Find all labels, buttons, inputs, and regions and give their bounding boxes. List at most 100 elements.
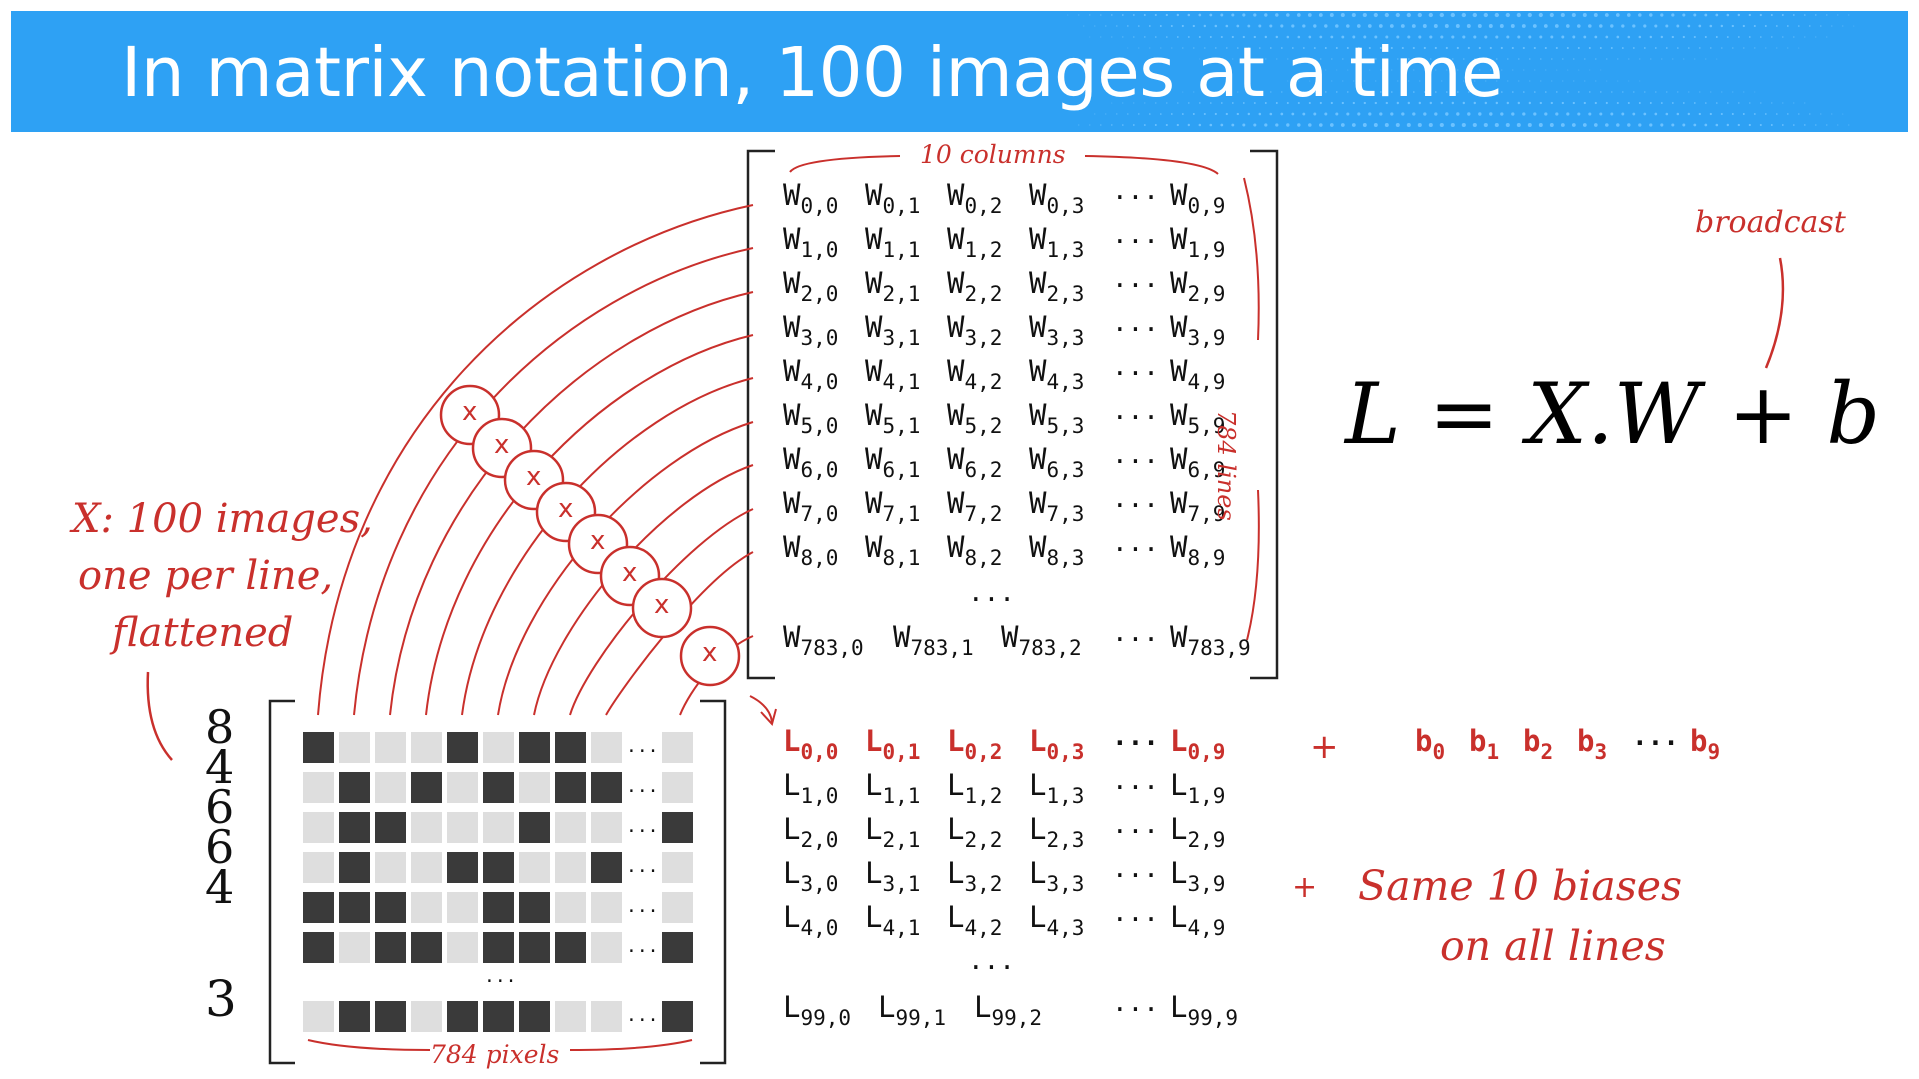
halftone-dot xyxy=(1418,101,1422,105)
halftone-dot xyxy=(1397,58,1399,60)
halftone-dot xyxy=(1155,36,1157,38)
halftone-dot xyxy=(1121,14,1124,16)
halftone-dot xyxy=(1505,12,1510,18)
w-cell-subscript: 8,1 xyxy=(882,546,921,570)
w-cell-subscript: 1,0 xyxy=(800,238,839,262)
halftone-dot xyxy=(1621,112,1625,116)
w-cell: W7,1 xyxy=(865,486,920,526)
w-cell-subscript: 6,9 xyxy=(1187,458,1226,482)
halftone-dot xyxy=(1732,91,1734,93)
grid-row-pixel xyxy=(519,932,550,963)
halftone-dot xyxy=(1720,112,1723,116)
halftone-dot xyxy=(1599,24,1603,28)
halftone-dot xyxy=(1488,24,1493,28)
halftone-dot xyxy=(1291,112,1295,116)
halftone-dot xyxy=(1341,35,1345,39)
halftone-dot xyxy=(1820,25,1822,27)
halftone-dot xyxy=(1165,123,1168,127)
grid-row-ellipsis: ... xyxy=(626,936,659,957)
x-bracket-right xyxy=(700,699,727,1065)
halftone-dot xyxy=(1199,102,1201,104)
halftone-dot xyxy=(1793,102,1795,104)
halftone-dot xyxy=(1187,36,1190,38)
halftone-dot xyxy=(1298,58,1300,60)
halftone-dot xyxy=(1342,80,1344,82)
l-cell-subscript: 4,1 xyxy=(882,916,921,940)
l-row-ellipsis: ... xyxy=(1112,898,1159,928)
w-cell-letter: W xyxy=(1170,222,1188,256)
grid-row-pixel xyxy=(483,892,514,923)
halftone-dot xyxy=(1809,113,1811,115)
halftone-dot xyxy=(1716,58,1718,60)
w-cell-letter: W xyxy=(1170,178,1188,212)
grid-row-pixel xyxy=(555,852,586,883)
grid-row-pixel xyxy=(411,932,442,963)
columns-brace-right xyxy=(1084,155,1219,175)
w-row-ellipsis: ... xyxy=(1112,308,1159,338)
l-cell: L3,1 xyxy=(865,856,920,896)
w-cell: W4,9 xyxy=(1170,354,1225,394)
grid-row-pixel xyxy=(411,852,442,883)
halftone-dot xyxy=(1605,101,1608,105)
w-cell-subscript: 6,1 xyxy=(882,458,921,482)
halftone-dot xyxy=(1220,102,1223,104)
w-cell-subscript: 8,3 xyxy=(1046,546,1085,570)
halftone-dot xyxy=(1275,13,1279,17)
halftone-dot xyxy=(1247,24,1251,28)
halftone-dot xyxy=(1705,102,1707,104)
l-cell-subscript: 0,3 xyxy=(1046,740,1085,764)
halftone-dot xyxy=(1144,102,1146,104)
halftone-dot xyxy=(1451,101,1455,105)
grid-row-pixel xyxy=(662,932,693,963)
halftone-dot xyxy=(1853,25,1855,27)
halftone-dot xyxy=(1583,35,1587,39)
halftone-dot xyxy=(1671,123,1675,127)
halftone-dot xyxy=(1545,69,1547,71)
bias-cell: b0 xyxy=(1415,724,1445,764)
halftone-dot xyxy=(1089,36,1091,38)
halftone-dot xyxy=(1396,101,1400,105)
halftone-dot xyxy=(1352,35,1356,39)
bias-cell-subscript: 9 xyxy=(1707,740,1721,764)
halftone-dot xyxy=(1582,123,1587,127)
w-cell: W4,1 xyxy=(865,354,920,394)
halftone-dot xyxy=(1549,123,1554,127)
halftone-dot xyxy=(1485,58,1487,60)
halftone-dot xyxy=(1649,102,1652,104)
halftone-dot xyxy=(1676,24,1680,28)
halftone-dot xyxy=(1556,69,1558,71)
grid-row-pixel xyxy=(303,732,334,763)
halftone-dot xyxy=(1831,25,1833,27)
l-cell: L3,0 xyxy=(783,856,838,896)
halftone-dot xyxy=(1428,12,1433,18)
l-cell-subscript: 0,2 xyxy=(964,740,1003,764)
halftone-dot xyxy=(1176,36,1179,38)
halftone-dot xyxy=(1820,113,1822,115)
halftone-dot xyxy=(1710,91,1712,93)
halftone-dot xyxy=(1329,123,1334,127)
w-cell-letter: W xyxy=(947,266,965,300)
halftone-dot xyxy=(1270,91,1272,93)
w-cell: W5,3 xyxy=(1029,398,1084,438)
halftone-dot xyxy=(1512,69,1514,71)
multiply-symbol: x xyxy=(558,494,574,524)
w-cell: W3,3 xyxy=(1029,310,1084,350)
halftone-dot xyxy=(1621,47,1624,49)
halftone-dot xyxy=(1561,101,1564,105)
halftone-dot xyxy=(1572,35,1576,39)
w-cell-subscript: 7,0 xyxy=(800,502,839,526)
w-cell-letter: W xyxy=(1170,442,1188,476)
halftone-dot xyxy=(1406,12,1411,18)
bias-cell: b2 xyxy=(1523,724,1553,764)
halftone-dot xyxy=(1665,24,1669,28)
grid-row-pixel xyxy=(591,732,622,763)
digit-label: 8 xyxy=(205,700,235,754)
halftone-dot xyxy=(1584,58,1586,60)
formula-plus: + xyxy=(1728,365,1799,463)
halftone-dot xyxy=(1308,123,1312,127)
bias-cell-subscript: 0 xyxy=(1432,740,1446,764)
halftone-dot xyxy=(1292,91,1294,93)
grid-row-pixel xyxy=(555,772,586,803)
w-last-cell-subscript: 783,9 xyxy=(1187,636,1251,660)
multiply-symbol: x xyxy=(590,526,606,556)
